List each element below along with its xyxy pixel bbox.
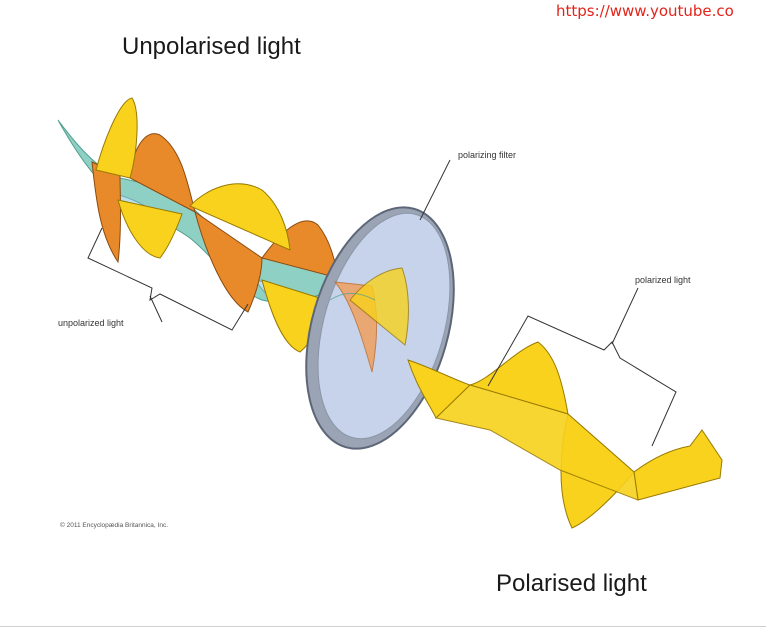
orange-wave	[91, 133, 339, 313]
unpolarized-bracket	[87, 227, 249, 331]
copyright-text: © 2011 Encyclopædia Britannica, Inc.	[60, 522, 169, 529]
teal-wave	[57, 119, 331, 311]
polarized-label-pointer	[611, 287, 639, 345]
polarizing-filter	[305, 206, 455, 450]
title-unpolarised-light: Unpolarised light	[122, 33, 301, 60]
title-polarised-light: Polarised light	[496, 570, 647, 597]
label-polarizing-filter: polarizing filter	[458, 150, 517, 160]
bottom-divider	[0, 626, 766, 627]
label-polarized-light: polarized light	[635, 275, 691, 285]
yellow-wave-polarized	[407, 341, 723, 529]
source-url: https://www.youtube.co	[556, 2, 734, 20]
label-unpolarized-light: unpolarized light	[58, 318, 124, 328]
polarized-bracket	[487, 315, 677, 447]
filter-label-pointer	[419, 159, 451, 221]
